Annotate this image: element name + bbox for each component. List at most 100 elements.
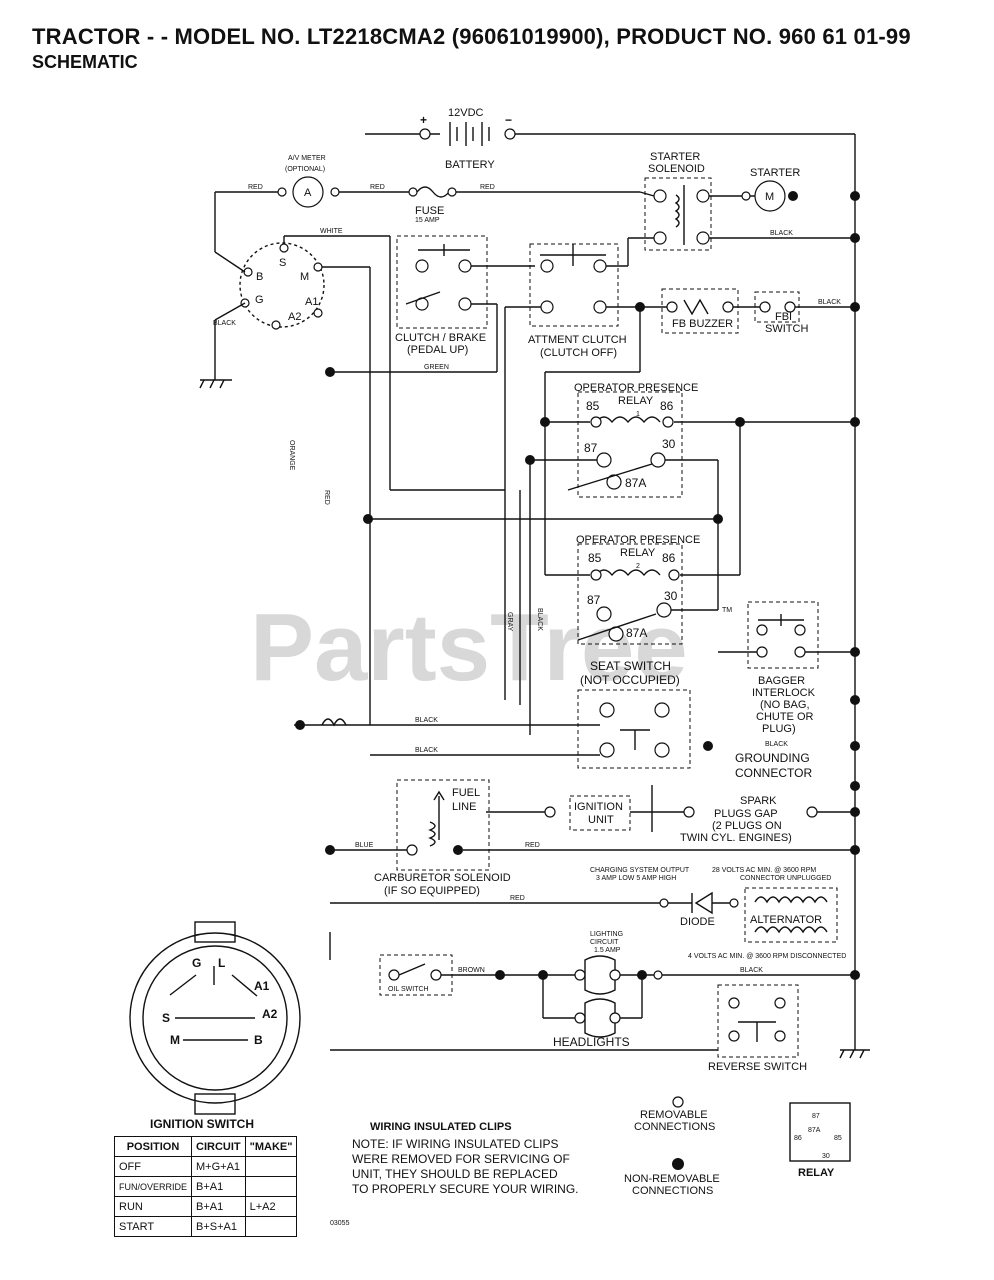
nonremovable-label-1: NON-REMOVABLE bbox=[624, 1173, 720, 1185]
ammeter-optional: (OPTIONAL) bbox=[285, 166, 325, 173]
opr1-87a: 87A bbox=[625, 476, 646, 490]
spark-label-4: TWIN CYL. ENGINES) bbox=[680, 832, 792, 844]
table-cell bbox=[244, 1176, 298, 1197]
wire-black-label: BLACK bbox=[770, 230, 793, 237]
watermark-tm: TM bbox=[722, 607, 732, 614]
ign-m: M bbox=[170, 1033, 180, 1047]
table-cell bbox=[244, 1216, 298, 1237]
bagger-label-1: BAGGER bbox=[758, 675, 805, 687]
fuse-icon bbox=[408, 186, 457, 198]
table-cell: B+A1 bbox=[191, 1196, 246, 1217]
relay-87: 87 bbox=[812, 1113, 820, 1120]
grounding-label-2: CONNECTOR bbox=[735, 766, 812, 780]
table-header-row: POSITION CIRCUIT "MAKE" bbox=[113, 1136, 298, 1157]
alt-note-1: 28 VOLTS AC MIN. @ 3600 RPM bbox=[712, 867, 816, 874]
removable-label-1: REMOVABLE bbox=[640, 1109, 708, 1121]
ignition-switch-label: IGNITION SWITCH bbox=[150, 1117, 254, 1131]
starter-motor-icon bbox=[754, 180, 786, 212]
fbi-label-1: FBI bbox=[775, 311, 792, 323]
opr1-86: 86 bbox=[660, 399, 674, 413]
ignition-switch-diagram bbox=[129, 921, 301, 1115]
carb-label-1: CARBURETOR SOLENOID bbox=[374, 872, 511, 884]
starter-solenoid-label-1: STARTER bbox=[650, 151, 700, 163]
clutch-brake-label-1: CLUTCH / BRAKE bbox=[395, 332, 486, 344]
alternator bbox=[744, 887, 838, 943]
opr2-86: 86 bbox=[662, 551, 676, 565]
table-cell: B+A1 bbox=[191, 1176, 246, 1197]
clips-note-1: NOTE: IF WIRING INSULATED CLIPS bbox=[352, 1137, 558, 1151]
alt-note-2: CONNECTOR UNPLUGGED bbox=[740, 875, 831, 882]
clips-note-4: TO PROPERLY SECURE YOUR WIRING. bbox=[352, 1182, 579, 1196]
ground-symbol-1 bbox=[199, 379, 232, 389]
alt-note-3: 4 VOLTS AC MIN. @ 3600 RPM DISCONNECTED bbox=[688, 953, 846, 960]
starter-solenoid-label-2: SOLENOID bbox=[648, 163, 705, 175]
opr2-label-2: RELAY bbox=[620, 547, 656, 559]
ign-l: L bbox=[218, 956, 225, 970]
table-row: FUN/OVERRIDE B+A1 bbox=[113, 1176, 298, 1197]
ks-b: B bbox=[256, 271, 263, 283]
operator-presence-relay-2 bbox=[577, 543, 683, 645]
bagger-label-2: INTERLOCK bbox=[752, 687, 816, 699]
wire-brown-label: BROWN bbox=[458, 967, 485, 974]
alternator-label: ALTERNATOR bbox=[750, 914, 822, 926]
fb-buzzer-label: FB BUZZER bbox=[672, 318, 733, 330]
wire-red-label-3: RED bbox=[480, 184, 495, 191]
table-cell: L+A2 bbox=[244, 1196, 298, 1217]
ground-symbol-2 bbox=[839, 1049, 870, 1059]
wire-gray-label: GRAY bbox=[506, 612, 513, 632]
table-cell: FUN/OVERRIDE bbox=[113, 1176, 193, 1197]
opr1-87: 87 bbox=[584, 441, 598, 455]
part-number: 03055 bbox=[330, 1220, 350, 1227]
battery-plus: + bbox=[420, 113, 427, 127]
charging-label-1: CHARGING SYSTEM OUTPUT bbox=[590, 867, 690, 874]
page-subtitle: SCHEMATIC bbox=[32, 52, 138, 72]
bagger-label-3: (NO BAG, bbox=[760, 699, 810, 711]
lighting-label-1: LIGHTING bbox=[590, 931, 623, 938]
ignition-circuit-table: POSITION CIRCUIT "MAKE" OFF M+G+A1 FUN/O… bbox=[113, 1136, 298, 1237]
opr1-30: 30 bbox=[662, 437, 676, 451]
oil-switch-label: OIL SWITCH bbox=[388, 986, 429, 993]
relay-legend-icon bbox=[789, 1102, 851, 1162]
seat-switch-label-1: SEAT SWITCH bbox=[590, 659, 671, 673]
ign-a2: A2 bbox=[262, 1007, 278, 1021]
col-position: POSITION bbox=[113, 1136, 193, 1157]
col-make: "MAKE" bbox=[244, 1136, 298, 1157]
lighting-label-3: 1.5 AMP bbox=[594, 947, 621, 954]
opr1-label-1: OPERATOR PRESENCE bbox=[574, 382, 698, 394]
reverse-switch-label: REVERSE SWITCH bbox=[708, 1061, 807, 1073]
removable-label-2: CONNECTIONS bbox=[634, 1121, 715, 1133]
nonremovable-connection-icon bbox=[672, 1158, 684, 1170]
relay-85: 85 bbox=[834, 1135, 842, 1142]
page-title: TRACTOR - - MODEL NO. LT2218CMA2 (960610… bbox=[32, 24, 911, 49]
headlight-2 bbox=[574, 998, 621, 1038]
charging-label-2: 3 AMP LOW 5 AMP HIGH bbox=[596, 875, 676, 882]
attmt-clutch-label-1: ATTMENT CLUTCH bbox=[528, 334, 627, 346]
relay-86: 86 bbox=[794, 1135, 802, 1142]
wire-white-label: WHITE bbox=[320, 228, 343, 235]
fb-buzzer bbox=[661, 288, 739, 334]
opr2-label-1: OPERATOR PRESENCE bbox=[576, 534, 700, 546]
lighting-label-2: CIRCUIT bbox=[590, 939, 619, 946]
opr2-30: 30 bbox=[664, 589, 678, 603]
ks-a1: A1 bbox=[305, 296, 318, 308]
ks-s: S bbox=[279, 257, 286, 269]
headlights-label: HEADLIGHTS bbox=[553, 1035, 630, 1049]
clips-note-3: UNIT, THEY SHOULD BE REPLACED bbox=[352, 1167, 558, 1181]
diode-icon bbox=[668, 891, 730, 915]
ign-a1: A1 bbox=[254, 979, 270, 993]
seat-switch bbox=[577, 689, 691, 769]
spark-label-3: (2 PLUGS ON bbox=[712, 820, 782, 832]
carburetor-solenoid bbox=[396, 779, 490, 871]
wire-black-label-5: BLACK bbox=[415, 717, 438, 724]
table-cell: START bbox=[113, 1216, 193, 1237]
battery-minus: − bbox=[505, 113, 512, 127]
spark-label-1: SPARK bbox=[740, 795, 777, 807]
ammeter-letter: A bbox=[304, 187, 312, 199]
opr2-label-3: 2 bbox=[636, 563, 640, 570]
battery-label: BATTERY bbox=[445, 159, 495, 171]
table-cell: RUN bbox=[113, 1196, 193, 1217]
wire-black-label-6: BLACK bbox=[415, 747, 438, 754]
opr2-85: 85 bbox=[588, 551, 602, 565]
battery-voltage: 12VDC bbox=[448, 107, 484, 119]
relay-30: 30 bbox=[822, 1153, 830, 1160]
